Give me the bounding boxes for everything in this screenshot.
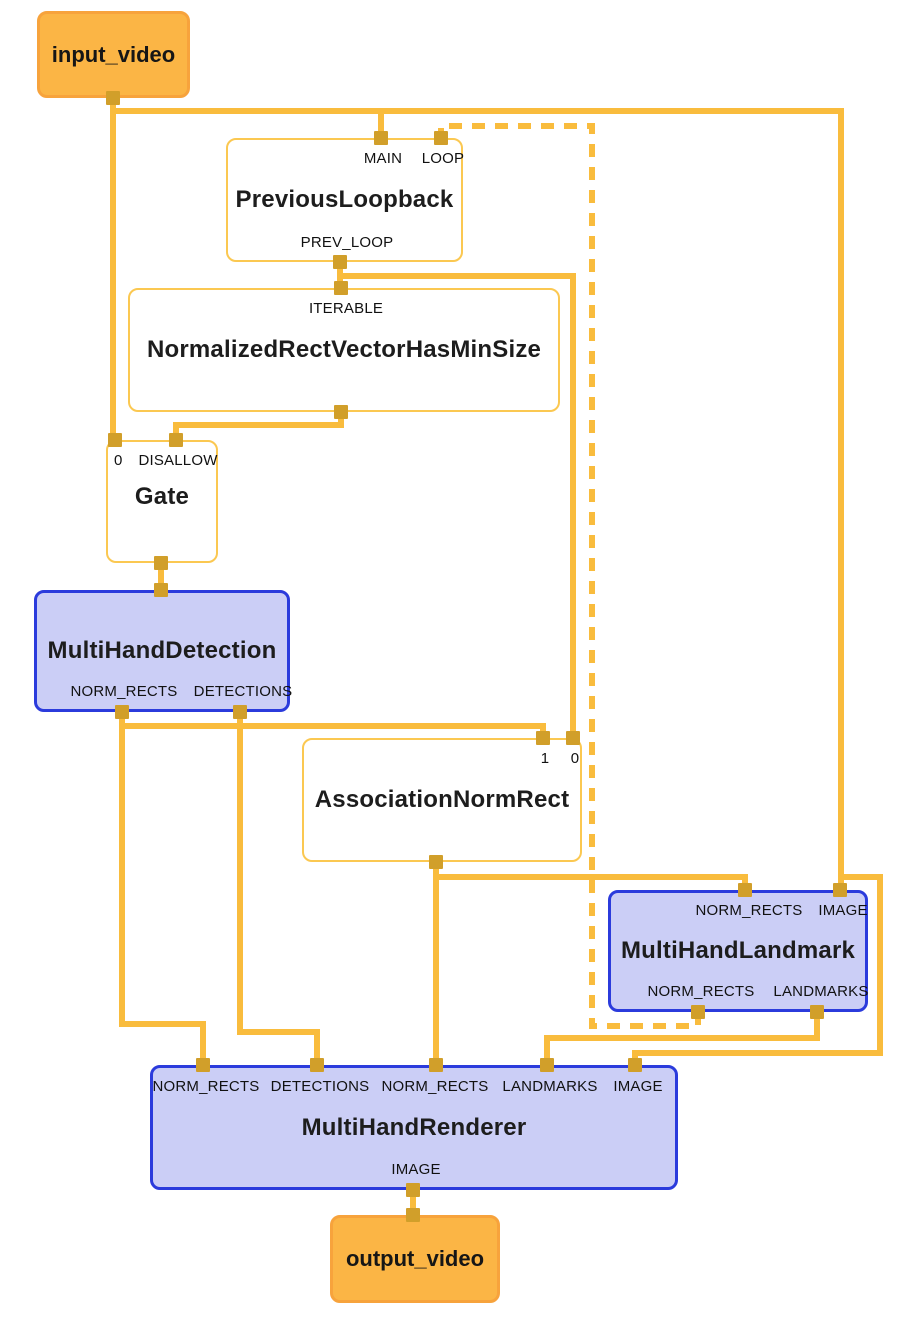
node-normalized-rect-title: NormalizedRectVectorHasMinSize: [146, 336, 542, 363]
port-renderer-image-out[interactable]: [406, 1183, 420, 1197]
port-label-disallow: DISALLOW: [138, 452, 218, 469]
node-gate-title: Gate: [134, 482, 190, 510]
node-multi-hand-renderer[interactable]: NORM_RECTS DETECTIONS NORM_RECTS LANDMAR…: [150, 1065, 678, 1190]
node-multi-hand-detection[interactable]: MultiHandDetection NORM_RECTS DETECTIONS: [34, 590, 293, 712]
port-gate-0-in[interactable]: [108, 433, 122, 447]
edge-detection-normrects-to-assoc1: [119, 712, 546, 738]
node-multi-hand-renderer-title: MultiHandRenderer: [301, 1113, 527, 1141]
port-input-video-out[interactable]: [106, 91, 120, 105]
port-label-main: MAIN: [363, 150, 403, 167]
port-label-assoc-1: 1: [540, 750, 550, 767]
node-multi-hand-detection-title: MultiHandDetection: [47, 637, 277, 664]
port-label-prev-loop: PREV_LOOP: [300, 234, 394, 251]
port-landmark-norm-rects-in[interactable]: [738, 883, 752, 897]
edge-minsize-to-disallow: [173, 412, 344, 440]
port-label-landmark-norm-rects-out: NORM_RECTS: [647, 983, 755, 1000]
port-loopback-main-in[interactable]: [374, 131, 388, 145]
port-landmark-landmarks-out[interactable]: [810, 1005, 824, 1019]
port-label-loop: LOOP: [421, 150, 465, 167]
edge-inputvideo-to-landmark-image: [113, 108, 844, 890]
port-renderer-norm-rects-2-in[interactable]: [429, 1058, 443, 1072]
edge-detection-detections-to-renderer: [237, 712, 320, 1065]
port-loopback-loop-in[interactable]: [434, 131, 448, 145]
port-label-landmark-norm-rects-in: NORM_RECTS: [695, 902, 803, 919]
node-association-norm-rect[interactable]: 1 0 AssociationNormRect: [302, 738, 582, 862]
node-gate[interactable]: 0 DISALLOW Gate: [106, 440, 218, 563]
edge-landmark-landmarks-to-renderer: [544, 1012, 820, 1065]
port-renderer-detections-in[interactable]: [310, 1058, 324, 1072]
port-label-landmark-landmarks-out: LANDMARKS: [773, 983, 869, 1000]
port-label-detection-norm-rects: NORM_RECTS: [70, 683, 178, 700]
node-association-norm-rect-title: AssociationNormRect: [314, 786, 570, 813]
node-input-video-label: input_video: [51, 41, 176, 67]
port-renderer-image-in[interactable]: [628, 1058, 642, 1072]
node-multi-hand-landmark[interactable]: NORM_RECTS IMAGE MultiHandLandmark NORM_…: [608, 890, 868, 1012]
node-output-video-label: output_video: [345, 1246, 485, 1271]
port-detection-norm-rects-out[interactable]: [115, 705, 129, 719]
port-renderer-landmarks-in[interactable]: [540, 1058, 554, 1072]
edge-landmark-normrects-loopback: [438, 123, 701, 1029]
node-previous-loopback-title: PreviousLoopback: [235, 186, 454, 213]
port-landmark-image-in[interactable]: [833, 883, 847, 897]
port-assoc-1-in[interactable]: [536, 731, 550, 745]
port-label-renderer-image-out: IMAGE: [391, 1161, 441, 1178]
port-label-renderer-norm-rects-2: NORM_RECTS: [381, 1078, 489, 1095]
port-gate-disallow-in[interactable]: [169, 433, 183, 447]
edge-prevloop-to-assoc0: [340, 273, 576, 738]
port-label-detection-detections: DETECTIONS: [193, 683, 293, 700]
node-multi-hand-landmark-title: MultiHandLandmark: [620, 937, 856, 964]
port-gate-out[interactable]: [154, 556, 168, 570]
port-label-gate-0: 0: [114, 452, 123, 469]
port-output-video-in[interactable]: [406, 1208, 420, 1222]
port-label-renderer-norm-rects-1: NORM_RECTS: [152, 1078, 260, 1095]
port-detection-in[interactable]: [154, 583, 168, 597]
port-label-iterable: ITERABLE: [308, 300, 384, 317]
port-label-renderer-image-in: IMAGE: [613, 1078, 663, 1095]
port-label-renderer-landmarks: LANDMARKS: [502, 1078, 598, 1095]
node-normalized-rect-vector-has-min-size[interactable]: ITERABLE NormalizedRectVectorHasMinSize: [128, 288, 560, 412]
port-assoc-out[interactable]: [429, 855, 443, 869]
node-output-video[interactable]: output_video: [330, 1215, 500, 1303]
port-renderer-norm-rects-1-in[interactable]: [196, 1058, 210, 1072]
node-input-video[interactable]: input_video: [37, 11, 190, 98]
port-label-renderer-detections: DETECTIONS: [270, 1078, 370, 1095]
port-minsize-iterable-in[interactable]: [334, 281, 348, 295]
port-loopback-prev-loop-out[interactable]: [333, 255, 347, 269]
node-previous-loopback[interactable]: MAIN LOOP PreviousLoopback PREV_LOOP: [226, 138, 465, 262]
port-detection-detections-out[interactable]: [233, 705, 247, 719]
port-assoc-0-in[interactable]: [566, 731, 580, 745]
port-label-landmark-image-in: IMAGE: [818, 902, 868, 919]
edge-detection-normrects-to-renderer: [119, 726, 206, 1065]
port-minsize-out[interactable]: [334, 405, 348, 419]
port-landmark-norm-rects-out[interactable]: [691, 1005, 705, 1019]
edge-inputvideo-to-renderer-image: [632, 874, 883, 1065]
port-label-assoc-0: 0: [570, 750, 580, 767]
